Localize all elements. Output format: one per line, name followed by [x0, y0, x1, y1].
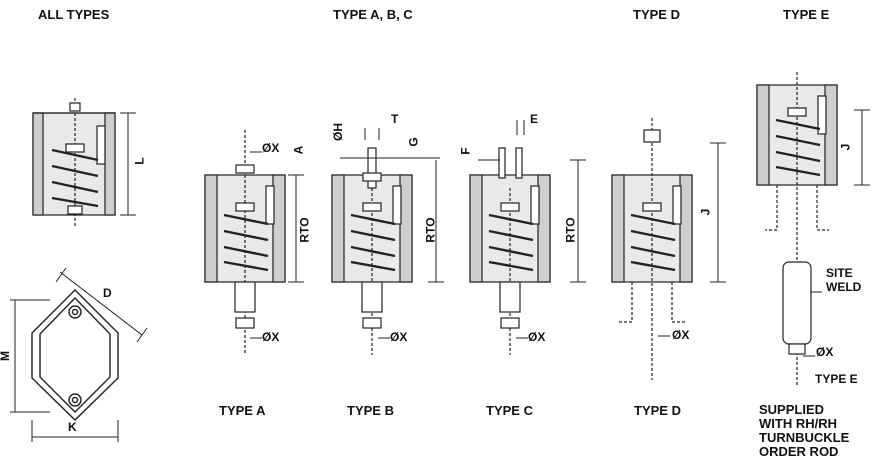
type-e-hanger: [756, 72, 838, 385]
dim-label-type-e-J: J: [838, 143, 853, 151]
dim-label-type-c-E: E: [530, 112, 539, 126]
dim-label-D: D: [103, 286, 112, 300]
dim-label-type-c-F: F: [458, 147, 473, 155]
dim-label-type-b-T: T: [391, 112, 399, 126]
header-type-d: TYPE D: [633, 7, 680, 22]
header-type-e: TYPE E: [783, 7, 830, 22]
dim-label-type-b-ox: ØX: [390, 330, 408, 344]
dim-label-type-a-ox-top: ØX: [262, 141, 280, 155]
dim-label-type-d-ox: ØX: [672, 328, 690, 342]
dim-line-L: [120, 112, 136, 216]
dim-label-type-b-oh: ØH: [331, 123, 345, 141]
header-all-types: ALL TYPES: [38, 7, 110, 22]
dim-label-type-a-A: A: [291, 145, 306, 155]
type-e-small-label: TYPE E: [815, 372, 858, 386]
dim-label-K: K: [68, 420, 77, 434]
type-d-dims: [658, 142, 726, 337]
dim-label-type-d-J: J: [698, 208, 713, 216]
caption-type-c: TYPE C: [486, 403, 533, 418]
dim-label-type-a-rto: RTO: [297, 217, 312, 243]
type-b-dims: [340, 128, 444, 339]
dim-label-type-a-ox-bottom: ØX: [262, 330, 280, 344]
all-types-hanger: [32, 98, 116, 228]
caption-type-b: TYPE B: [347, 403, 394, 418]
dim-label-L: L: [132, 157, 147, 165]
dim-label-type-c-ox: ØX: [528, 330, 546, 344]
type-a-hanger: [204, 130, 286, 355]
type-b-hanger: [331, 147, 413, 355]
caption-type-d: TYPE D: [634, 403, 681, 418]
type-a-dims: [250, 151, 304, 339]
caption-type-e-note: SUPPLIED WITH RH/RH TURNBUCKLE ORDER ROD: [759, 402, 850, 459]
type-d-hanger: [611, 118, 693, 380]
type-c-hanger: [469, 147, 551, 355]
dim-label-M: M: [0, 351, 12, 361]
type-e-dims: [803, 109, 870, 357]
dim-label-type-c-rto: RTO: [563, 217, 578, 243]
caption-type-a: TYPE A: [219, 403, 266, 418]
dim-label-type-b-rto: RTO: [423, 217, 438, 243]
dim-lines-plan: [10, 267, 148, 442]
dim-label-type-b-G: G: [406, 137, 421, 147]
hexagon-plan-view: [31, 289, 119, 421]
type-c-dims: [478, 120, 586, 339]
dim-label-type-e-ox: ØX: [816, 345, 834, 359]
site-weld-label: SITE WELD: [826, 266, 862, 294]
header-type-abc: TYPE A, B, C: [333, 7, 413, 22]
